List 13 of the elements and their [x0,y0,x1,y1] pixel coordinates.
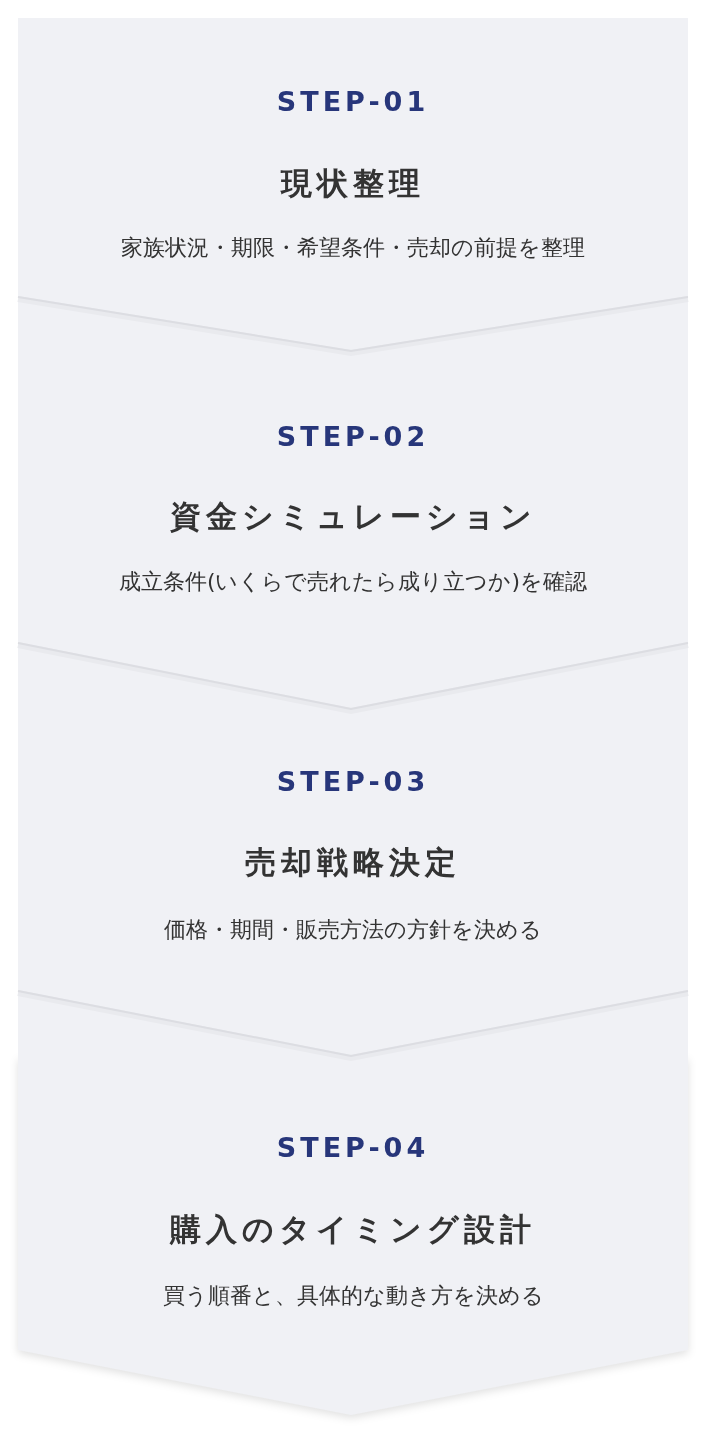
step-title: 購入のタイミング設計 [168,1211,537,1247]
step-description: 家族状況・期限・希望条件・売却の前提を整理 [120,234,586,262]
step-description: 買う順番と、具体的な動き方を決める [161,1282,545,1310]
step-title: 現状整理 [279,165,426,201]
step-title: 資金シミュレーション [168,498,538,534]
step-label: STEP-03 [275,765,431,799]
step-description: 成立条件(いくらで売れたら成り立つか)を確認 [117,568,589,596]
step-label: STEP-04 [275,1131,431,1165]
step-description: 価格・期間・販売方法の方針を決める [163,916,543,944]
step-label: STEP-01 [275,85,431,119]
step-title: 売却戦略決定 [244,844,462,880]
step-panel [18,1057,688,1415]
step-label: STEP-02 [275,420,431,454]
